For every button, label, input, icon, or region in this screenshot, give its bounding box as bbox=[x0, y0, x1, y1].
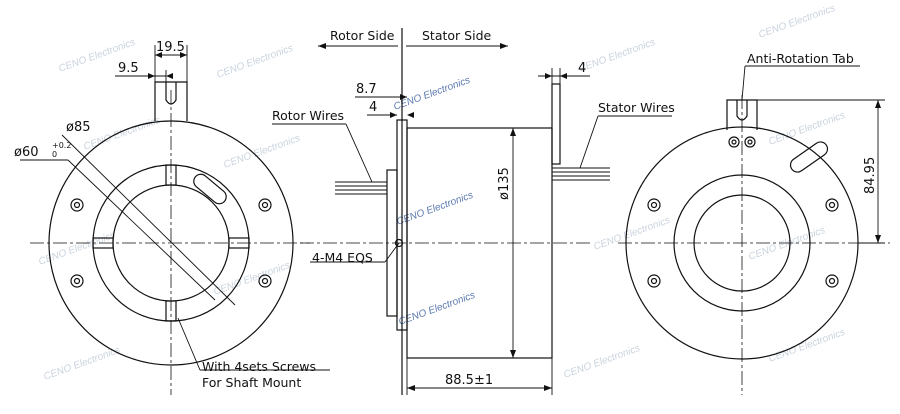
dim-tab-slot: 9.5 bbox=[118, 61, 139, 76]
watermark: CENO Electronics bbox=[215, 43, 294, 81]
tab-outline bbox=[154, 81, 188, 121]
mounting-hole bbox=[70, 198, 84, 212]
stator-tab bbox=[551, 83, 561, 165]
watermark: CENO Electronics bbox=[397, 290, 476, 328]
dim-tab-width: 19.5 bbox=[156, 40, 185, 55]
mount-thread-marker bbox=[394, 238, 404, 248]
dim-tab-height: 84.95 bbox=[863, 157, 878, 194]
mounting-hole bbox=[258, 198, 272, 212]
header-rotor-side: Rotor Side bbox=[330, 28, 395, 43]
watermark: CENO Electronics bbox=[767, 110, 846, 148]
mounting-hole bbox=[647, 198, 661, 212]
leader-outer-dia bbox=[61, 134, 236, 306]
label-mounting-holes: 4-M4 EQS bbox=[312, 250, 373, 265]
dim-bore-dia: ø60 bbox=[14, 145, 39, 160]
tab-slot bbox=[165, 82, 177, 105]
set-screw-bottom bbox=[165, 300, 177, 322]
mounting-hole bbox=[647, 274, 661, 288]
watermark: CENO Electronics bbox=[757, 3, 836, 41]
watermark: CENO Electronics bbox=[577, 37, 656, 75]
side-view: Rotor Side Stator Side Rotor Wires bbox=[272, 28, 675, 395]
leader-bore-dia bbox=[67, 159, 216, 301]
label-screws-line1: With 4sets Screws bbox=[202, 359, 316, 374]
label-rotor-wires: Rotor Wires bbox=[272, 108, 344, 123]
dim-body-dia: ø135 bbox=[497, 167, 512, 200]
rotor-face-view: 19.5 9.5 ø85 ø60 +0.2 0 With 4sets Screw… bbox=[14, 40, 330, 395]
set-screw-top bbox=[165, 164, 177, 186]
rotor-wires bbox=[335, 181, 387, 195]
main-body bbox=[406, 127, 553, 359]
tab-slot bbox=[736, 100, 748, 121]
stator-wires bbox=[552, 167, 610, 181]
dim-flange-offset: 8.7 bbox=[356, 82, 377, 97]
tab-screw bbox=[728, 136, 740, 148]
watermark: CENO Electronics bbox=[562, 343, 641, 381]
dim-length: 88.5±1 bbox=[445, 373, 493, 388]
header-stator-side: Stator Side bbox=[422, 28, 491, 43]
mounting-hole bbox=[825, 274, 839, 288]
watermark: CENO Electronics bbox=[42, 345, 121, 383]
ring-slot bbox=[193, 173, 227, 205]
mounting-hole bbox=[70, 274, 84, 288]
label-anti-rotation-tab: Anti-Rotation Tab bbox=[747, 51, 854, 66]
mounting-hole bbox=[825, 198, 839, 212]
outer-flange-circle bbox=[48, 120, 294, 366]
set-screw-right bbox=[228, 237, 250, 249]
label-screws-line2: For Shaft Mount bbox=[202, 375, 301, 390]
watermarks: CENO Electronics CENO Electronics CENO E… bbox=[37, 3, 846, 383]
tab-screw bbox=[744, 136, 756, 148]
mounting-hole bbox=[258, 274, 272, 288]
label-stator-wires: Stator Wires bbox=[598, 100, 675, 115]
rotor-collar bbox=[386, 169, 398, 317]
dim-outer-dia: ø85 bbox=[66, 120, 91, 135]
watermark: CENO Electronics bbox=[747, 225, 826, 263]
dim-bore-tol-lower: 0 bbox=[52, 150, 57, 159]
watermark: CENO Electronics bbox=[392, 75, 471, 113]
set-screw-left bbox=[92, 237, 114, 249]
watermark: CENO Electronics bbox=[82, 115, 161, 153]
watermark: CENO Electronics bbox=[767, 327, 846, 365]
dim-tab-thick: 4 bbox=[578, 61, 586, 76]
watermark: CENO Electronics bbox=[592, 215, 671, 253]
stator-slot bbox=[789, 141, 829, 173]
bore-circle bbox=[693, 194, 791, 292]
dim-flange-thick: 4 bbox=[369, 100, 377, 115]
middle-ring-circle bbox=[673, 174, 811, 312]
dim-bore-tol-upper: +0.2 bbox=[52, 141, 71, 150]
stator-face-view: Anti-Rotation Tab 84.95 bbox=[618, 51, 890, 395]
